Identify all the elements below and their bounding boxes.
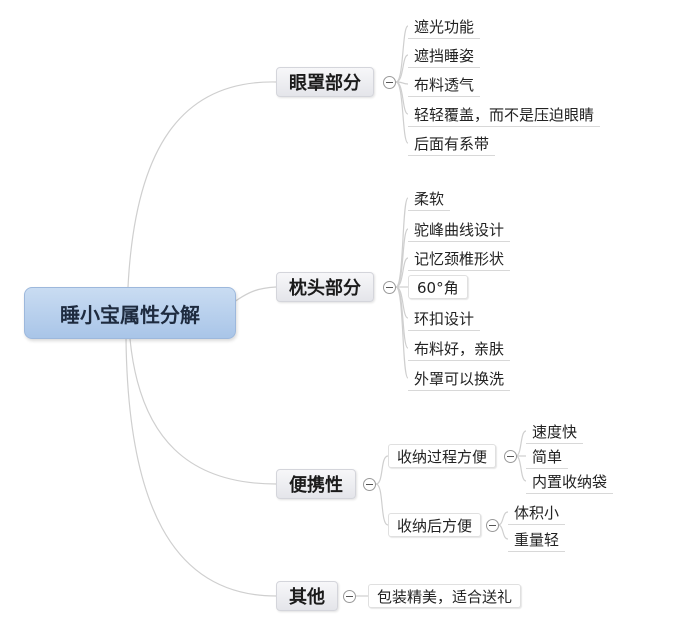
topic-item[interactable]: 布料好，亲肤	[408, 337, 511, 361]
topic-label: 驼峰曲线设计	[414, 220, 505, 239]
topic-item[interactable]: 记忆颈椎形状	[408, 247, 511, 271]
topic-label: 简单	[532, 447, 563, 466]
topic-label: 柔软	[414, 189, 445, 208]
topic-item[interactable]: 重量轻	[508, 528, 566, 552]
branch-title: 眼罩部分	[289, 73, 361, 94]
collapse-toggle-icon[interactable]	[383, 281, 396, 294]
topic-label: 重量轻	[514, 530, 560, 549]
topic-item[interactable]: 轻轻覆盖，而不是压迫眼睛	[408, 103, 601, 127]
branch-title: 便携性	[289, 475, 343, 496]
connector-root-pillow	[229, 286, 277, 306]
branch-pillow[interactable]: 枕头部分	[276, 272, 374, 302]
collapse-toggle-icon[interactable]	[343, 590, 356, 603]
topic-label: 遮光功能	[414, 17, 475, 36]
collapse-toggle-icon[interactable]	[383, 76, 396, 89]
topic-label: 内置收纳袋	[532, 472, 608, 491]
topic-item[interactable]: 柔软	[408, 187, 451, 211]
subtopic-after-storage[interactable]: 收纳后方便	[388, 513, 482, 537]
topic-item[interactable]: 体积小	[508, 501, 566, 525]
topic-item[interactable]: 驼峰曲线设计	[408, 218, 511, 242]
root-title: 睡小宝属性分解	[60, 302, 200, 327]
subtopic-label: 收纳后方便	[397, 516, 473, 535]
topic-item[interactable]: 外罩可以换洗	[408, 367, 511, 391]
topic-item[interactable]: 速度快	[526, 420, 584, 444]
topic-item[interactable]: 简单	[526, 445, 569, 469]
topic-label: 速度快	[532, 422, 578, 441]
topic-item[interactable]: 遮挡睡姿	[408, 44, 481, 68]
topic-item-selected[interactable]: 60°角	[408, 275, 468, 299]
topic-label: 后面有系带	[414, 134, 490, 153]
collapse-toggle-icon[interactable]	[504, 450, 517, 463]
collapse-toggle-icon[interactable]	[363, 478, 376, 491]
connector-root-other	[125, 338, 277, 597]
branch-other[interactable]: 其他	[276, 581, 338, 611]
topic-item[interactable]: 布料透气	[408, 73, 481, 97]
branch-title: 枕头部分	[289, 278, 361, 299]
branch-title: 其他	[289, 587, 325, 608]
collapse-toggle-icon[interactable]	[486, 519, 499, 532]
topic-label: 记忆颈椎形状	[414, 249, 505, 268]
topic-item[interactable]: 内置收纳袋	[526, 470, 614, 494]
connector-root-portable	[129, 338, 277, 485]
topic-item[interactable]: 包装精美，适合送礼	[368, 584, 522, 608]
topic-label: 60°角	[417, 278, 459, 297]
topic-item[interactable]: 环扣设计	[408, 307, 481, 331]
topic-label: 体积小	[514, 503, 560, 522]
topic-label: 轻轻覆盖，而不是压迫眼睛	[414, 105, 595, 124]
connector-root-eye	[127, 81, 277, 288]
topic-label: 外罩可以换洗	[414, 369, 505, 388]
topic-item[interactable]: 遮光功能	[408, 15, 481, 39]
topic-label: 包装精美，适合送礼	[377, 587, 513, 606]
topic-item[interactable]: 后面有系带	[408, 132, 496, 156]
root-node[interactable]: 睡小宝属性分解	[24, 287, 236, 339]
subtopic-label: 收纳过程方便	[397, 447, 488, 466]
branch-eye-mask[interactable]: 眼罩部分	[276, 67, 374, 97]
topic-label: 布料好，亲肤	[414, 339, 505, 358]
topic-label: 环扣设计	[414, 309, 475, 328]
topic-label: 布料透气	[414, 75, 475, 94]
subtopic-storage-process[interactable]: 收纳过程方便	[388, 444, 497, 468]
branch-portability[interactable]: 便携性	[276, 469, 356, 499]
topic-label: 遮挡睡姿	[414, 46, 475, 65]
